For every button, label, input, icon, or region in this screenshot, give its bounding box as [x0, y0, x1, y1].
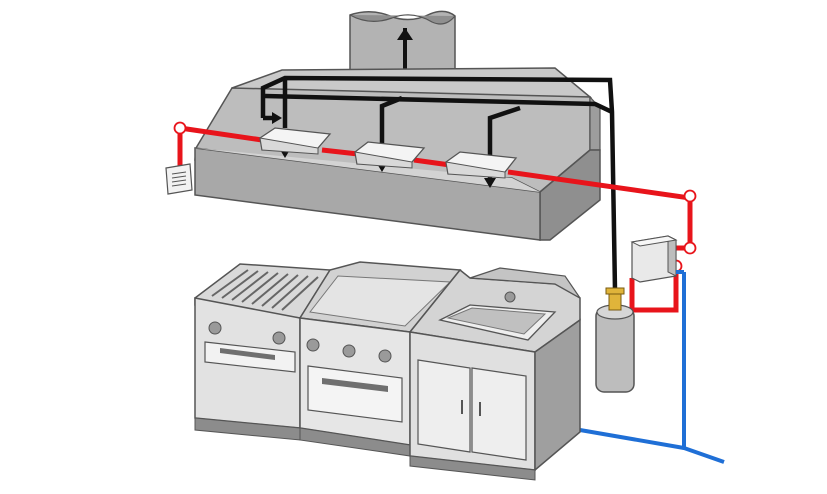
filter-2 — [354, 141, 426, 169]
grill-grate — [211, 269, 319, 311]
control-panel — [630, 235, 678, 283]
filter-1 — [259, 127, 332, 155]
filter-3 — [445, 151, 518, 179]
detection-line — [177, 125, 693, 313]
pulley-icon — [683, 241, 697, 255]
down-arrow-icon — [484, 178, 496, 188]
agent-cylinder — [595, 287, 635, 393]
gas-supply-line — [579, 270, 725, 464]
flat-top-oven — [298, 261, 462, 457]
fryer-cabinet — [408, 267, 581, 481]
griddle-range — [194, 263, 332, 441]
up-arrow-icon — [397, 28, 413, 40]
pulley-icon — [683, 189, 697, 203]
manual-pull-station — [165, 163, 193, 195]
pulley-icon — [173, 121, 187, 135]
right-arrow-icon — [272, 112, 282, 124]
